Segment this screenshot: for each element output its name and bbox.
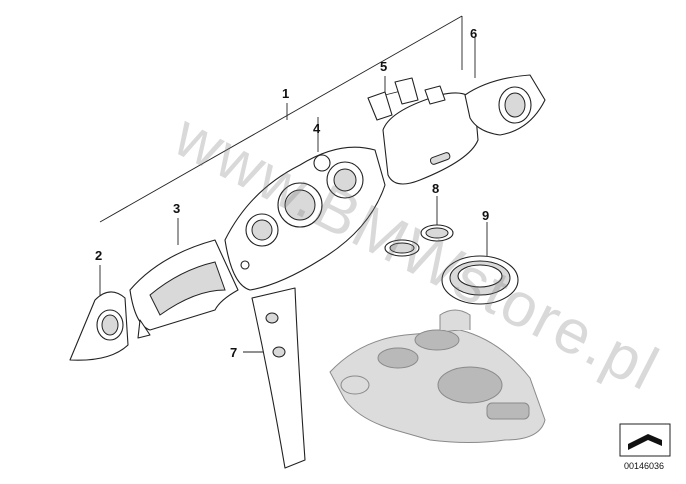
center-console xyxy=(329,309,546,443)
callout-2: 2 xyxy=(95,248,102,263)
part-7-pillar-trim xyxy=(251,287,306,469)
part-6-right-vent xyxy=(464,74,546,136)
callout-9: 9 xyxy=(482,208,489,223)
callout-1: 1 xyxy=(282,86,289,101)
callout-5: 5 xyxy=(380,59,387,74)
part-3-column-cover xyxy=(129,239,239,339)
callout-6: 6 xyxy=(470,26,477,41)
callout-7: 7 xyxy=(230,345,237,360)
part-5-glovebox xyxy=(367,77,479,185)
part-9-bezel-ring xyxy=(441,255,519,305)
reference-arrow-icon xyxy=(628,434,662,450)
part-4-instrument-trim xyxy=(224,146,386,291)
callout-8: 8 xyxy=(432,181,439,196)
reference-number: 00146036 xyxy=(624,461,664,471)
callout-3: 3 xyxy=(173,201,180,216)
reference-block: 00146036 xyxy=(619,423,671,471)
part-8-bezel-rings xyxy=(384,224,454,257)
callout-labels: 1 2 3 4 5 6 7 8 9 xyxy=(95,26,489,360)
part-2-vent-trim xyxy=(69,291,129,361)
callout-4: 4 xyxy=(313,121,321,136)
